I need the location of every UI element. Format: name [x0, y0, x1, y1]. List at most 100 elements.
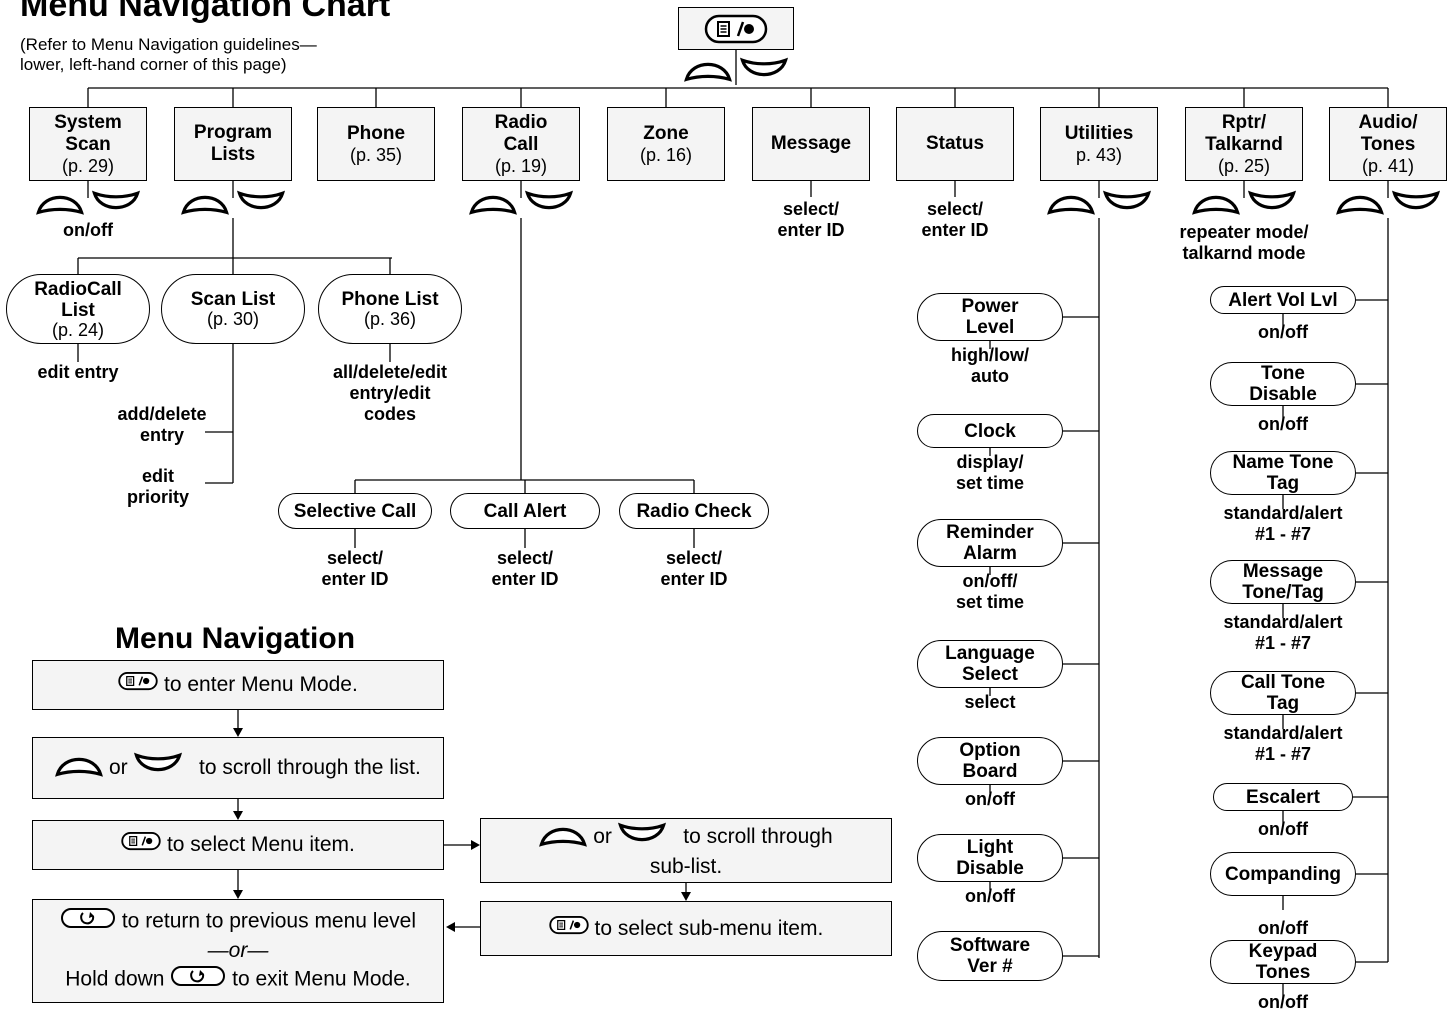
- radio-call-action: select/ enter ID: [660, 548, 728, 589]
- program-list-action: edit entry: [37, 362, 119, 382]
- menu-box-1: Program Lists: [174, 107, 292, 181]
- nav-step-select: to select Menu item.: [32, 820, 444, 870]
- audio-action: on/off: [1258, 918, 1308, 938]
- menu-key-box: [678, 7, 794, 50]
- scroll-down-icon: [1391, 188, 1441, 221]
- program-list-item: Scan List(p. 30): [161, 274, 305, 344]
- item-name: Option Board: [959, 740, 1021, 782]
- menu-name: Message: [770, 133, 852, 154]
- program-list-action: all/delete/edit entry/edit codes: [332, 362, 448, 424]
- item-name: Reminder Alarm: [946, 522, 1034, 564]
- scroll-up-icon: [1047, 188, 1095, 221]
- menu-box-8: Rptr/ Talkarnd(p. 25): [1185, 107, 1303, 181]
- menu-page: (p. 25): [1217, 156, 1271, 176]
- audio-action: on/off: [1258, 819, 1308, 839]
- audio-action: on/off: [1258, 322, 1308, 342]
- utilities-item: Option Board: [917, 737, 1063, 785]
- nav-step-submenu-text: to select sub-menu item.: [594, 916, 824, 940]
- item-name: Phone List: [341, 289, 439, 310]
- item-name: Software Ver #: [949, 935, 1031, 977]
- exit-key-icon: [60, 907, 116, 937]
- menu-key-icon: [704, 14, 768, 43]
- arrow-head: [233, 811, 243, 820]
- audio-item: Tone Disable: [1210, 362, 1356, 406]
- audio-action: standard/alert #1 - #7: [1223, 503, 1343, 544]
- utilities-action: select: [964, 692, 1016, 712]
- audio-item: Alert Vol Lvl: [1210, 286, 1356, 314]
- exit-key-icon: [170, 965, 226, 995]
- menu-box-0: System Scan(p. 29): [29, 107, 147, 181]
- scroll-down-icon: [1102, 188, 1152, 221]
- arrow-head: [446, 922, 455, 932]
- arrow-head: [233, 728, 243, 737]
- radio-call-item: Selective Call: [278, 493, 432, 529]
- radio-call-action: select/ enter ID: [491, 548, 559, 589]
- menu-page: (p. 41): [1361, 156, 1415, 176]
- scroll-up-icon: [36, 188, 84, 221]
- nav-step-exit-text: to exit Menu Mode.: [232, 967, 411, 991]
- scroll-down-icon: [617, 821, 666, 854]
- item-name: Clock: [964, 420, 1016, 442]
- menu-box-5: Message: [752, 107, 870, 181]
- arrow-head: [681, 892, 691, 901]
- menu-page: p. 43): [1075, 145, 1123, 165]
- audio-item: Call Tone Tag: [1210, 671, 1356, 715]
- item-name: RadioCall List: [34, 278, 122, 321]
- menu-box-2: Phone(p. 35): [317, 107, 435, 181]
- item-page: (p. 24): [51, 319, 105, 340]
- nav-step-or: —or—: [207, 939, 269, 962]
- menu-page: (p. 19): [494, 156, 548, 176]
- scroll-down-icon: [236, 188, 286, 221]
- scroll-up-icon: [684, 55, 732, 88]
- navigation-title: Menu Navigation: [115, 622, 356, 655]
- program-list-item: RadioCall List(p. 24): [6, 274, 150, 344]
- menu-box-9: Audio/ Tones(p. 41): [1329, 107, 1447, 181]
- menu-name: Program Lists: [193, 122, 273, 165]
- nav-step-scroll-or: or: [109, 756, 128, 779]
- menu-name: Zone: [643, 123, 689, 144]
- menu-page: (p. 35): [349, 145, 403, 165]
- menu-key-icon: [549, 915, 589, 943]
- program-list-item: Phone List(p. 36): [318, 274, 462, 344]
- nav-step-scroll-text: to scroll through the list.: [199, 756, 421, 779]
- audio-action: standard/alert #1 - #7: [1223, 723, 1343, 764]
- audio-action: on/off: [1258, 414, 1308, 434]
- item-name: Escalert: [1246, 786, 1320, 808]
- scroll-down-icon: [1247, 188, 1297, 221]
- item-name: Power Level: [961, 296, 1019, 338]
- program-list-action: add/delete entry: [117, 404, 207, 445]
- utilities-item: Light Disable: [917, 834, 1063, 882]
- menu-name: Utilities: [1064, 123, 1134, 144]
- menu-name: Radio Call: [494, 112, 548, 155]
- scroll-up-icon: [539, 821, 588, 854]
- menu-box-4: Zone(p. 16): [607, 107, 725, 181]
- item-name: Language Select: [945, 643, 1035, 685]
- menu-box-3: Radio Call(p. 19): [462, 107, 580, 181]
- scroll-up-icon: [55, 751, 104, 785]
- menu-name: Status: [925, 133, 985, 154]
- menu-page: (p. 29): [61, 156, 115, 176]
- menu-action: select/ enter ID: [921, 199, 989, 240]
- nav-step-hold-text: Hold down: [65, 967, 165, 991]
- item-name: Scan List: [190, 289, 276, 310]
- item-name: Light Disable: [956, 837, 1024, 879]
- item-name: Call Tone Tag: [1240, 672, 1326, 714]
- menu-action: on/off: [63, 220, 113, 240]
- scroll-up-icon: [181, 188, 229, 221]
- utilities-action: on/off/ set time: [955, 571, 1025, 612]
- nav-step-scroll: or to scroll through the list.: [32, 737, 444, 799]
- scroll-up-icon: [1192, 188, 1240, 221]
- chart-subtitle: (Refer to Menu Navigation guidelines— lo…: [20, 35, 317, 74]
- menu-name: Rptr/ Talkarnd: [1205, 112, 1283, 155]
- arrow-head: [233, 890, 243, 899]
- audio-item: Name Tone Tag: [1210, 451, 1356, 495]
- radio-call-item: Call Alert: [450, 493, 600, 529]
- item-name: Alert Vol Lvl: [1228, 289, 1338, 311]
- scroll-down-icon: [91, 188, 141, 221]
- scroll-down-icon: [524, 188, 574, 221]
- nav-step-return: to return to previous menu level —or— Ho…: [32, 899, 444, 1003]
- item-name: Tone Disable: [1249, 363, 1317, 405]
- nav-step-enter: to enter Menu Mode.: [32, 660, 444, 710]
- radio-call-item: Radio Check: [619, 493, 769, 529]
